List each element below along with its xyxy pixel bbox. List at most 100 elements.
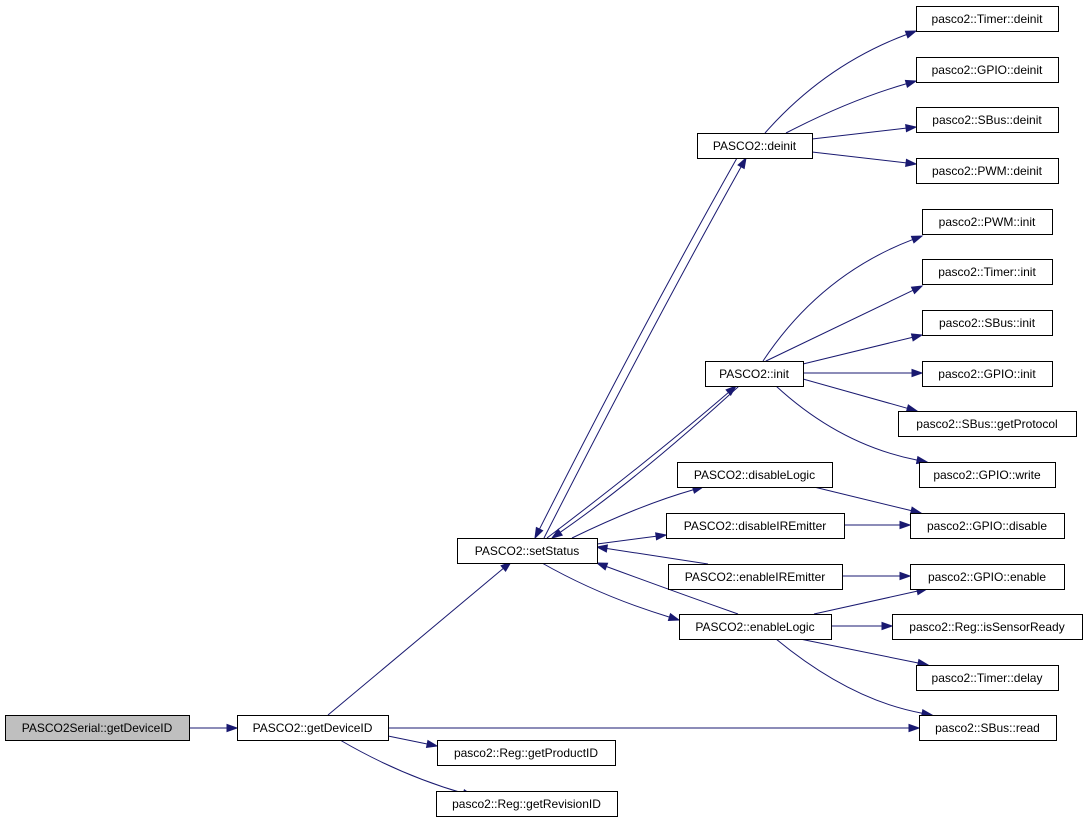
nodes-layer: PASCO2Serial::getDeviceID PASCO2::getDevi… (5, 6, 1083, 817)
node-n25[interactable]: pasco2::Timer::delay (916, 665, 1059, 691)
edge-n8-to-n22-line (813, 486, 912, 512)
node-n6[interactable]: PASCO2::deinit (697, 133, 813, 159)
edge-n11-to-n2 (595, 562, 739, 615)
edge-n7-to-n18-arrowhead (910, 333, 924, 342)
node-n14[interactable]: pasco2::SBus::deinit (916, 107, 1059, 133)
edge-n6-to-n12 (764, 30, 918, 134)
node-box[interactable] (705, 361, 804, 387)
edge-n7-to-n17-arrowhead (910, 285, 924, 295)
node-box[interactable] (457, 538, 598, 564)
node-n20[interactable]: pasco2::SBus::getProtocol (898, 411, 1077, 437)
edge-n9-to-n22 (844, 520, 912, 530)
node-box[interactable] (922, 209, 1053, 235)
node-n10[interactable]: PASCO2::enableIREmitter (668, 564, 843, 590)
node-box[interactable] (679, 614, 832, 640)
edge-n1-to-n2-line (327, 568, 504, 716)
edge-n1-to-n5-line (339, 739, 464, 794)
node-box[interactable] (919, 715, 1057, 741)
node-box[interactable] (898, 411, 1077, 437)
node-label: pasco2::PWM::init (939, 215, 1036, 229)
edge-n2-to-n8-line (571, 489, 694, 539)
node-box[interactable] (916, 6, 1059, 32)
node-box[interactable] (668, 564, 843, 590)
node-box[interactable] (916, 158, 1059, 184)
node-n23[interactable]: pasco2::GPIO::enable (910, 564, 1065, 590)
node-label: pasco2::GPIO::deinit (932, 63, 1043, 77)
edge-n10-to-n2-line (606, 547, 709, 565)
edge-n2-to-n11 (541, 562, 681, 621)
node-n2[interactable]: PASCO2::setStatus (457, 538, 598, 564)
edge-n10-to-n23 (842, 571, 912, 581)
node-box[interactable] (237, 715, 389, 741)
node-n1[interactable]: PASCO2::getDeviceID (237, 715, 389, 741)
node-box[interactable] (922, 361, 1053, 387)
edge-n10-to-n2 (595, 544, 709, 565)
node-n11[interactable]: PASCO2::enableLogic (679, 614, 832, 640)
node-label: pasco2::GPIO::init (938, 367, 1036, 381)
edge-n1-to-n2 (327, 561, 513, 716)
node-box[interactable] (916, 57, 1059, 83)
node-label: pasco2::GPIO::write (933, 468, 1041, 482)
node-box[interactable] (892, 614, 1083, 640)
edge-n9-to-n22-arrowhead (899, 520, 912, 530)
edge-n7-to-n20 (802, 378, 919, 413)
node-box[interactable] (922, 310, 1053, 336)
node-n19[interactable]: pasco2::GPIO::init (922, 361, 1053, 387)
node-n24[interactable]: pasco2::Reg::isSensorReady (892, 614, 1083, 640)
node-n12[interactable]: pasco2::Timer::deinit (916, 6, 1059, 32)
node-box[interactable] (697, 133, 813, 159)
edge-n1-to-n4-line (387, 735, 428, 745)
node-n15[interactable]: pasco2::PWM::deinit (916, 158, 1059, 184)
node-label: pasco2::SBus::init (939, 316, 1036, 330)
node-label: pasco2::Reg::getProductID (454, 746, 598, 760)
edge-n6-to-n14-line (811, 127, 907, 140)
edge-n11-to-n23 (813, 587, 929, 615)
node-box[interactable] (916, 107, 1059, 133)
edge-n6-to-n13-line (785, 83, 907, 134)
edge-n11-to-n2-arrowhead (595, 562, 609, 571)
node-n16[interactable]: pasco2::PWM::init (922, 209, 1053, 235)
edge-n2-to-n9-line (596, 535, 657, 545)
edge-n6-to-n2-line (539, 157, 738, 530)
edge-n2-to-n9-arrowhead (655, 532, 668, 541)
edge-n6-to-n12-arrowhead (904, 30, 918, 39)
node-label: pasco2::Timer::init (938, 265, 1036, 279)
node-box[interactable] (5, 715, 190, 741)
node-n0[interactable]: PASCO2Serial::getDeviceID (5, 715, 190, 741)
node-label: PASCO2Serial::getDeviceID (22, 721, 173, 735)
node-box[interactable] (910, 564, 1065, 590)
node-n5[interactable]: pasco2::Reg::getRevisionID (436, 791, 618, 817)
edge-n6-to-n13 (785, 79, 918, 134)
node-box[interactable] (916, 665, 1059, 691)
node-n13[interactable]: pasco2::GPIO::deinit (916, 57, 1059, 83)
node-n9[interactable]: PASCO2::disableIREmitter (666, 513, 845, 539)
edge-n7-to-n20-arrowhead (905, 404, 919, 413)
edge-n11-to-n25-line (799, 638, 919, 664)
edge-n2-to-n7-line (546, 392, 729, 539)
node-n22[interactable]: pasco2::GPIO::disable (910, 513, 1065, 539)
node-box[interactable] (922, 259, 1053, 285)
edge-n0-to-n1 (189, 723, 239, 733)
node-label: PASCO2::getDeviceID (253, 721, 373, 735)
node-box[interactable] (436, 791, 618, 817)
node-n18[interactable]: pasco2::SBus::init (922, 310, 1053, 336)
node-n17[interactable]: pasco2::Timer::init (922, 259, 1053, 285)
edge-n1-to-n3 (388, 723, 921, 733)
node-label: pasco2::SBus::read (935, 721, 1040, 735)
node-n21[interactable]: pasco2::GPIO::write (919, 462, 1056, 488)
node-n7[interactable]: PASCO2::init (705, 361, 804, 387)
edge-n2-to-n11-arrowhead (667, 612, 681, 621)
edge-n7-to-n21-line (775, 385, 918, 461)
node-box[interactable] (437, 740, 616, 766)
node-box[interactable] (910, 513, 1065, 539)
edge-n2-to-n11-line (541, 562, 670, 618)
node-n3[interactable]: pasco2::SBus::read (919, 715, 1057, 741)
edge-n7-to-n16-line (762, 239, 913, 362)
node-label: PASCO2::disableLogic (694, 468, 815, 482)
node-label: pasco2::Reg::getRevisionID (452, 797, 601, 811)
node-n4[interactable]: pasco2::Reg::getProductID (437, 740, 616, 766)
node-box[interactable] (677, 462, 833, 488)
node-box[interactable] (666, 513, 845, 539)
node-n8[interactable]: PASCO2::disableLogic (677, 462, 833, 488)
node-box[interactable] (919, 462, 1056, 488)
